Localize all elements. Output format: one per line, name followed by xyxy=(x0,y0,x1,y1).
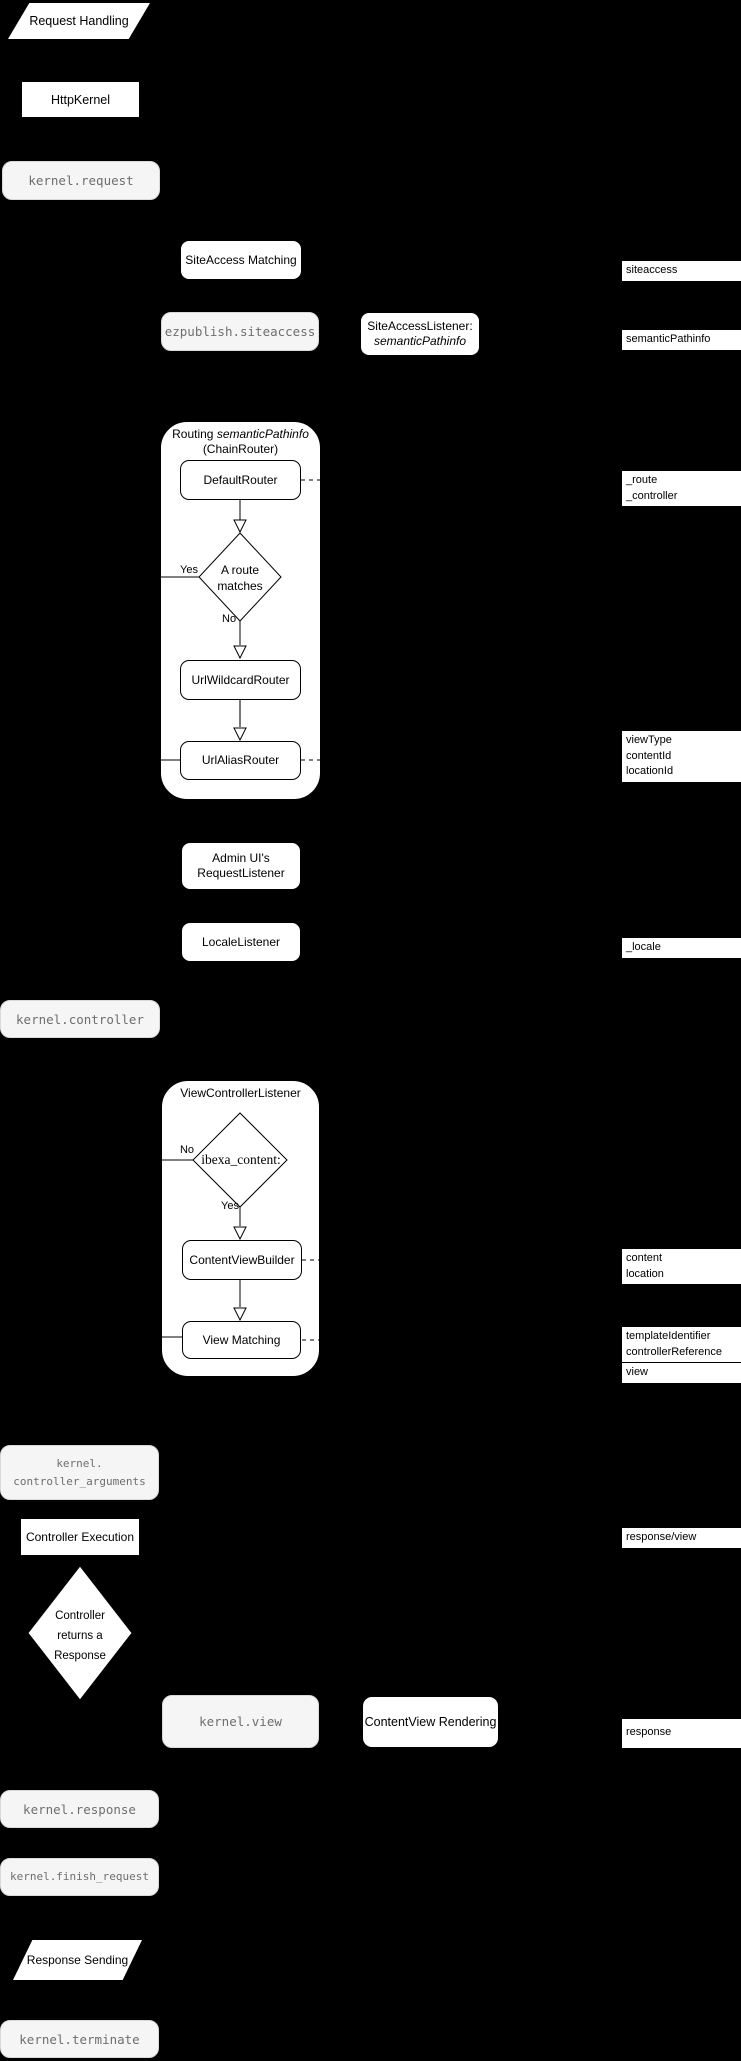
side-label-response-view: response/view xyxy=(622,1528,741,1548)
side-label-view-params: viewType contentId locationId xyxy=(622,731,741,782)
ezpublish-siteaccess-event: ezpublish.siteaccess xyxy=(161,312,319,351)
view-matching-box: View Matching xyxy=(182,1321,301,1359)
siteaccess-listener-box: SiteAccessListener: semanticPathinfo xyxy=(360,312,480,356)
kernel-response-event: kernel.response xyxy=(0,1790,159,1828)
ibexa-content-yes-label: Yes xyxy=(221,1200,239,1212)
side-label-locale: _locale xyxy=(622,938,741,958)
controller-execution-box: Controller Execution xyxy=(20,1518,140,1556)
route-matches-no-label: No xyxy=(222,613,237,625)
kernel-finish-request-event: kernel.finish_request xyxy=(0,1858,159,1896)
kernel-controller-event: kernel.controller xyxy=(0,1000,160,1038)
httpkernel-label: HttpKernel xyxy=(50,92,111,107)
side-label-view: view xyxy=(622,1363,741,1383)
contentview-rendering-box: ContentView Rendering xyxy=(362,1696,499,1748)
side-label-semantic-pathinfo: semanticPathinfo xyxy=(622,330,741,350)
kernel-view-event: kernel.view xyxy=(162,1695,319,1748)
request-handling-label: Request Handling xyxy=(29,14,129,28)
siteaccess-matching-box: SiteAccess Matching xyxy=(180,240,302,280)
response-sending-terminator: Response Sending xyxy=(13,1940,142,1980)
ibexa-content-no-label: No xyxy=(179,1144,194,1156)
admin-request-listener-box: Admin UI's RequestListener xyxy=(181,842,301,890)
content-view-builder-box: ContentViewBuilder xyxy=(182,1240,302,1280)
side-label-response: response xyxy=(622,1719,741,1748)
route-matches-text: A route matches xyxy=(217,563,263,593)
view-controller-listener-title: ViewControllerListener xyxy=(180,1086,301,1100)
url-wildcard-router-box: UrlWildcardRouter xyxy=(180,660,301,700)
side-label-template-controller: templateIdentifier controllerReference xyxy=(622,1327,741,1362)
ibexa-content-text: ibexa_content: xyxy=(201,1152,281,1167)
url-alias-router-box: UrlAliasRouter xyxy=(180,741,301,780)
kernel-controller-arguments-event: kernel. controller_arguments xyxy=(0,1445,159,1500)
side-label-route-controller: _route _controller xyxy=(622,471,741,506)
side-label-content-location: content location xyxy=(622,1249,741,1284)
kernel-terminate-event: kernel.terminate xyxy=(0,2020,159,2058)
default-router-box: DefaultRouter xyxy=(180,460,301,500)
httpkernel-box: HttpKernel xyxy=(21,81,140,118)
route-matches-yes-label: Yes xyxy=(180,564,198,576)
routing-group-title: Routing semanticPathinfo (ChainRouter) xyxy=(172,427,309,456)
kernel-request-event: kernel.request xyxy=(2,161,160,200)
side-label-siteaccess: siteaccess xyxy=(622,261,741,281)
controller-returns-response-text: Controller returns a Response xyxy=(54,1610,106,1662)
locale-listener-box: LocaleListener xyxy=(181,922,301,962)
request-handling-terminator: Request Handling xyxy=(8,3,150,39)
